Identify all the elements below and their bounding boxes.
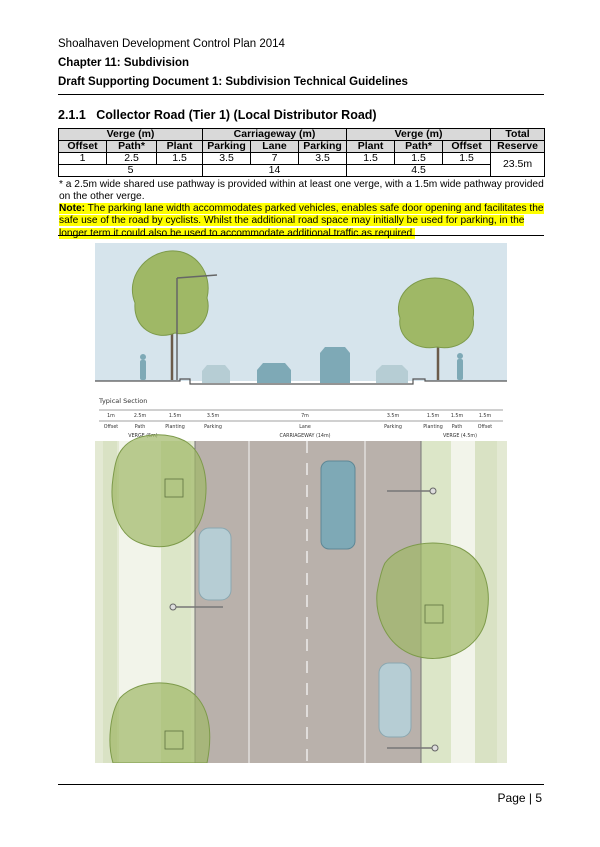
typical-section-label: Typical Section xyxy=(98,397,147,405)
group-total: Total xyxy=(490,128,546,141)
parked-car-icon xyxy=(378,662,412,738)
table-cell: 1.5 xyxy=(394,152,444,165)
zone-label: Offset xyxy=(104,424,119,430)
note-label: Note: xyxy=(59,203,86,214)
chapter-title: Chapter 11: Subdivision xyxy=(58,57,189,69)
car-elevation-icon xyxy=(257,363,291,383)
pedestrian-body xyxy=(140,360,146,380)
document-subtitle: Draft Supporting Document 1: Subdivision… xyxy=(58,76,408,88)
zone-label: Parking xyxy=(384,424,402,430)
table-footnote: * a 2.5m wide shared use pathway is prov… xyxy=(59,179,544,203)
dim-label: 1m xyxy=(107,413,115,419)
subtotal-cell: 14 xyxy=(202,164,348,177)
table-header-row: Offset Path* Plant Parking Lane Parking … xyxy=(58,140,546,153)
table-cell: 1.5 xyxy=(442,152,492,165)
dim-label: 7m xyxy=(301,413,309,419)
table-cell: 1 xyxy=(58,152,107,165)
zone-label: Path xyxy=(135,424,146,430)
dim-label: 3.5m xyxy=(207,413,220,419)
section-heading: 2.1.1 Collector Road (Tier 1) (Local Dis… xyxy=(58,108,377,122)
col-header: Path* xyxy=(106,140,157,153)
note-rule xyxy=(58,235,544,236)
footer-rule xyxy=(58,784,544,785)
tree-pit-icon xyxy=(424,604,444,624)
col-header: Path* xyxy=(394,140,444,153)
header-rule xyxy=(58,94,544,95)
tree-pit-icon xyxy=(164,730,184,750)
moving-van-icon xyxy=(320,460,356,550)
col-header: Parking xyxy=(202,140,252,153)
group-verge-left: Verge (m) xyxy=(57,128,204,141)
subtotal-cell: 5 xyxy=(57,164,204,177)
col-header: Reserve xyxy=(490,140,546,153)
col-header: Lane xyxy=(250,140,300,153)
street-light-base xyxy=(169,603,177,611)
pedestrian-icon xyxy=(140,354,146,360)
zone-label: Offset xyxy=(478,424,493,430)
document-header-title: Shoalhaven Development Control Plan 2014 xyxy=(58,38,285,50)
dimension-strip xyxy=(95,406,507,440)
offset-strip-left xyxy=(103,441,117,763)
table-subtotal-row: 5 14 4.5 xyxy=(57,164,545,177)
zone-label: Path xyxy=(452,424,463,430)
table-cell: 2.5 xyxy=(106,152,157,165)
road-profile-line xyxy=(95,378,507,385)
col-header: Offset xyxy=(442,140,492,153)
table-row: 1 2.5 1.5 3.5 7 3.5 1.5 1.5 1.5 23.5m xyxy=(58,152,546,177)
dim-label: 3.5m xyxy=(387,413,400,419)
car-elevation-icon xyxy=(202,365,230,383)
zone-label: Parking xyxy=(204,424,222,430)
note-text: The parking lane width accommodates park… xyxy=(59,203,544,239)
dim-label: 2.5m xyxy=(134,413,147,419)
table-cell: 3.5 xyxy=(202,152,252,165)
table-group-row: Verge (m) Carriageway (m) Verge (m) Tota… xyxy=(57,128,546,141)
verge-right-label: VERGE (4.5m) xyxy=(443,433,477,439)
tree-canopy-plan xyxy=(109,682,211,763)
van-elevation-icon xyxy=(320,347,350,383)
zone-label: Planting xyxy=(165,424,185,430)
road-cross-section-figure: Typical Section 1m 2.5m 1.5m 3.5m 7m 3.5… xyxy=(95,243,507,763)
street-light-base xyxy=(431,744,439,752)
pedestrian-icon xyxy=(457,353,463,359)
road-dimensions-table: Verge (m) Carriageway (m) Verge (m) Tota… xyxy=(57,128,546,177)
light-arm xyxy=(176,274,218,279)
col-header: Plant xyxy=(155,140,204,153)
col-header: Parking xyxy=(298,140,348,153)
group-carriageway: Carriageway (m) xyxy=(202,128,348,141)
parked-car-icon xyxy=(198,527,232,601)
col-header: Plant xyxy=(346,140,396,153)
left-tree-canopy xyxy=(131,250,209,336)
carriageway-label: CARRIAGEWAY (14m) xyxy=(279,433,330,439)
dim-label: 1.5m xyxy=(451,413,464,419)
table-cell: 1.5 xyxy=(155,152,204,165)
page-number: Page | 5 xyxy=(497,791,542,805)
ground xyxy=(95,381,507,393)
section-number: 2.1.1 xyxy=(58,108,86,122)
table-cell: 3.5 xyxy=(298,152,348,165)
section-title: Collector Road (Tier 1) (Local Distribut… xyxy=(96,108,377,122)
plan-view xyxy=(95,434,507,763)
right-tree-canopy xyxy=(398,277,475,349)
tree-canopy-plan xyxy=(111,434,207,548)
pedestrian-body xyxy=(457,359,463,380)
subtotal-cell: 4.5 xyxy=(346,164,492,177)
dim-label: 1.5m xyxy=(427,413,440,419)
zone-label: Lane xyxy=(299,424,311,430)
group-verge-right: Verge (m) xyxy=(346,128,492,141)
table-cell: 7 xyxy=(250,152,300,165)
col-header: Offset xyxy=(58,140,107,153)
total-reserve-cell: 23.5m xyxy=(490,152,546,177)
dim-label: 1.5m xyxy=(169,413,182,419)
tree-canopy-plan xyxy=(376,542,489,659)
car-elevation-icon xyxy=(376,365,408,383)
street-light-base xyxy=(429,487,437,495)
dim-label: 1.5m xyxy=(479,413,492,419)
note-paragraph: Note: The parking lane width accommodate… xyxy=(59,203,545,240)
table-cell: 1.5 xyxy=(346,152,396,165)
zone-label: Planting xyxy=(423,424,443,430)
tree-pit-icon xyxy=(164,478,184,498)
